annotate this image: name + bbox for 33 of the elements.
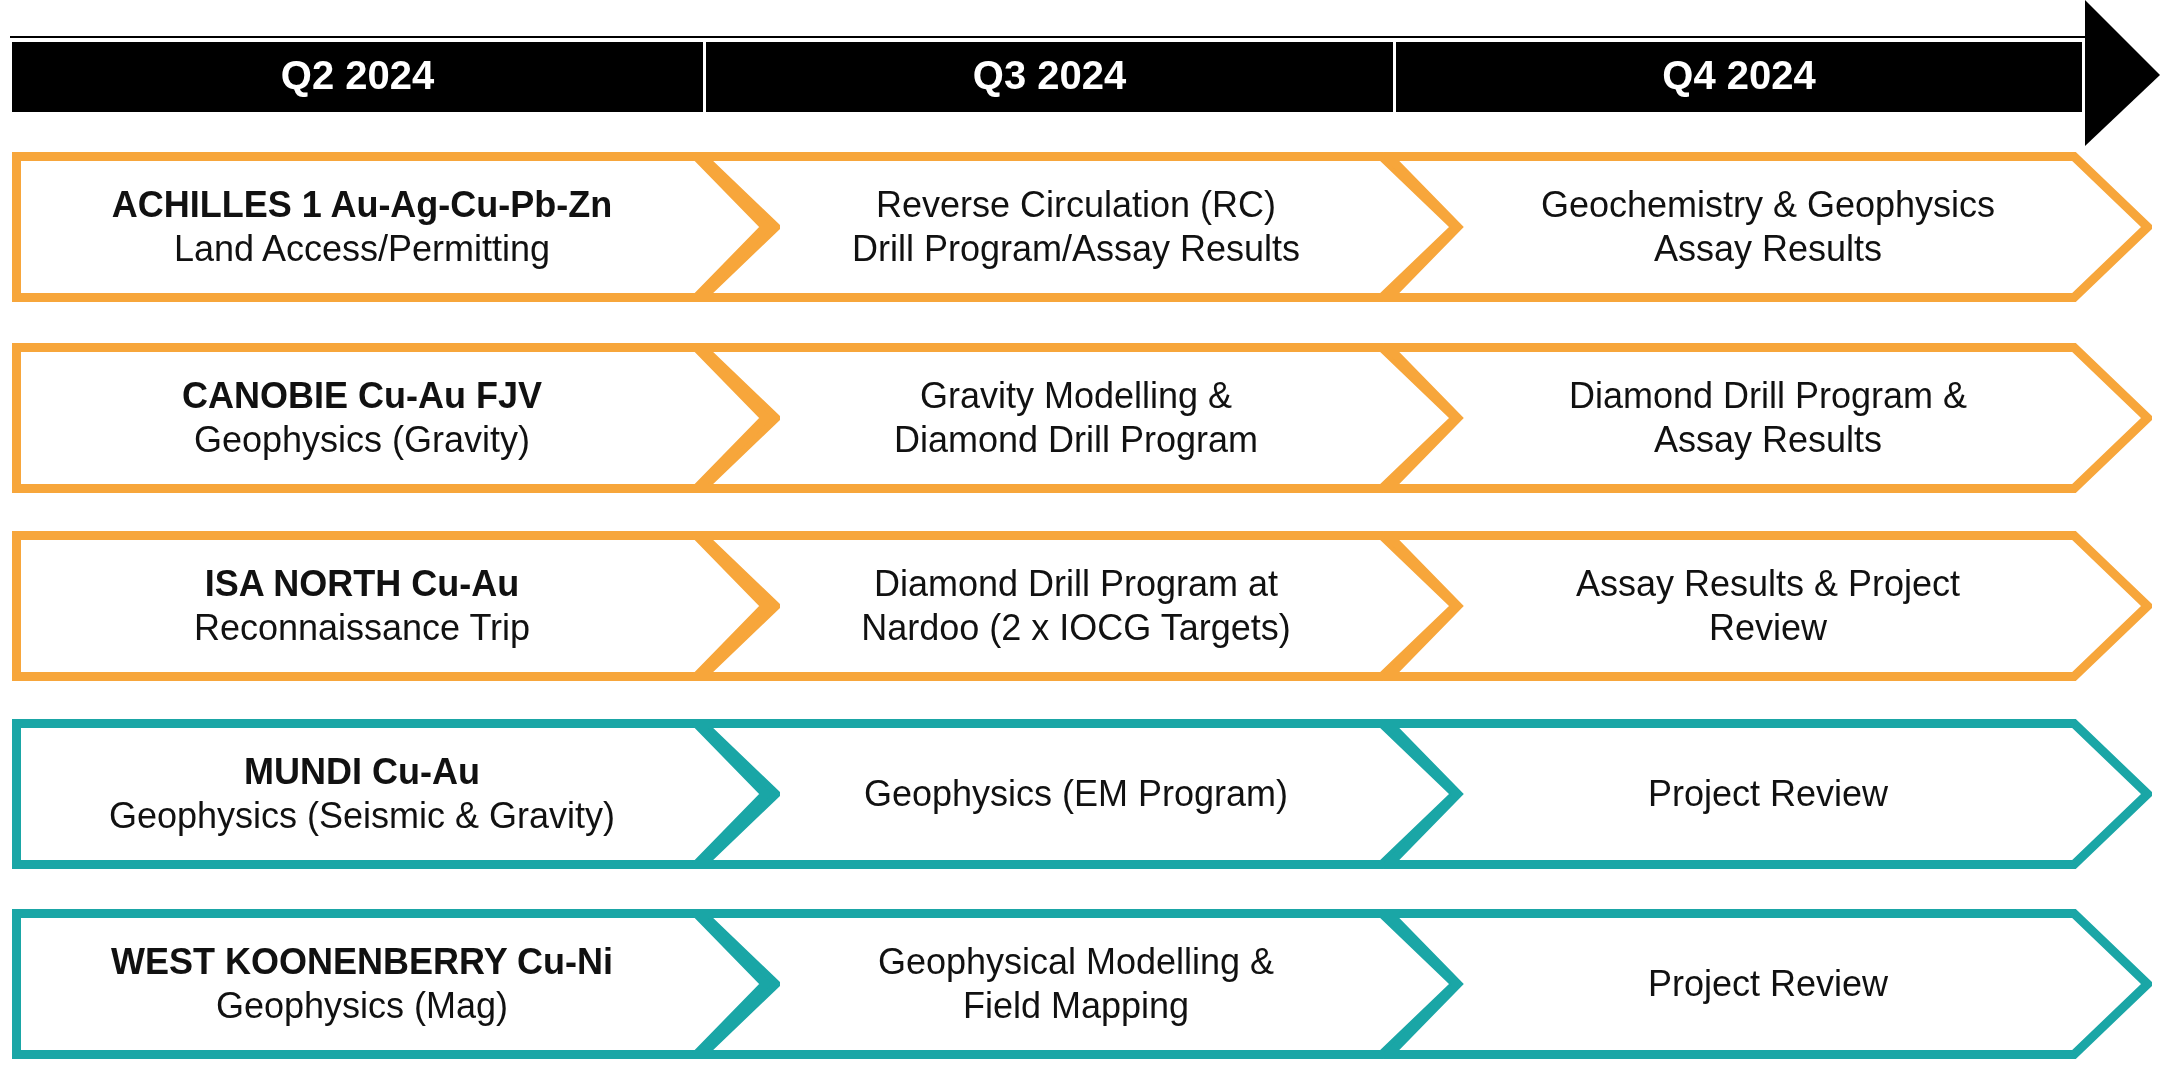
step-text: Geophysics (EM Program) bbox=[863, 772, 1289, 816]
step-text: Assay Results & Project Review bbox=[1574, 562, 1962, 650]
chevron-step bbox=[1384, 719, 2152, 869]
chevron-step bbox=[12, 909, 780, 1059]
project-name: ACHILLES 1 Au-Ag-Cu-Pb-Zn bbox=[111, 183, 613, 227]
step-text: Reverse Circulation (RC) Drill Program/Assay Results bbox=[850, 183, 1302, 271]
step-text: Project Review bbox=[1647, 962, 1889, 1006]
step-text: Geophysics (Seismic & Gravity) bbox=[108, 794, 616, 838]
step-text: Reconnaissance Trip bbox=[193, 606, 531, 650]
project-name: WEST KOONENBERRY Cu-Ni bbox=[111, 940, 613, 984]
step-text: Diamond Drill Program at Nardoo (2 x IOCG Targets) bbox=[860, 562, 1292, 650]
step-text: Geophysics (Mag) bbox=[215, 984, 509, 1028]
chevron-step bbox=[12, 531, 780, 681]
step-text: Project Review bbox=[1647, 772, 1889, 816]
project-name: ISA NORTH Cu-Au bbox=[204, 562, 520, 606]
step-text: Diamond Drill Program & Assay Results bbox=[1567, 374, 1969, 462]
chevron-step bbox=[1384, 343, 2152, 493]
chevron-step bbox=[12, 152, 780, 302]
step-text: Geophysics (Gravity) bbox=[193, 418, 531, 462]
chevron-step bbox=[1384, 909, 2152, 1059]
quarter-label: Q4 2024 bbox=[1661, 53, 1817, 98]
step-text: Geochemistry & Geophysics Assay Results bbox=[1540, 183, 1996, 271]
step-text: Gravity Modelling & Diamond Drill Program bbox=[892, 374, 1260, 462]
step-text: Geophysical Modelling & Field Mapping bbox=[876, 940, 1276, 1028]
chevron-step bbox=[1384, 152, 2152, 302]
step-text: Land Access/Permitting bbox=[173, 227, 551, 271]
quarter-label: Q3 2024 bbox=[971, 53, 1128, 98]
project-name: MUNDI Cu-Au bbox=[244, 750, 480, 794]
project-name: CANOBIE Cu-Au FJV bbox=[182, 374, 542, 418]
chevron-step bbox=[1384, 531, 2152, 681]
chevron-step bbox=[12, 343, 780, 493]
chevron-step bbox=[12, 719, 780, 869]
quarter-label: Q2 2024 bbox=[279, 53, 436, 98]
